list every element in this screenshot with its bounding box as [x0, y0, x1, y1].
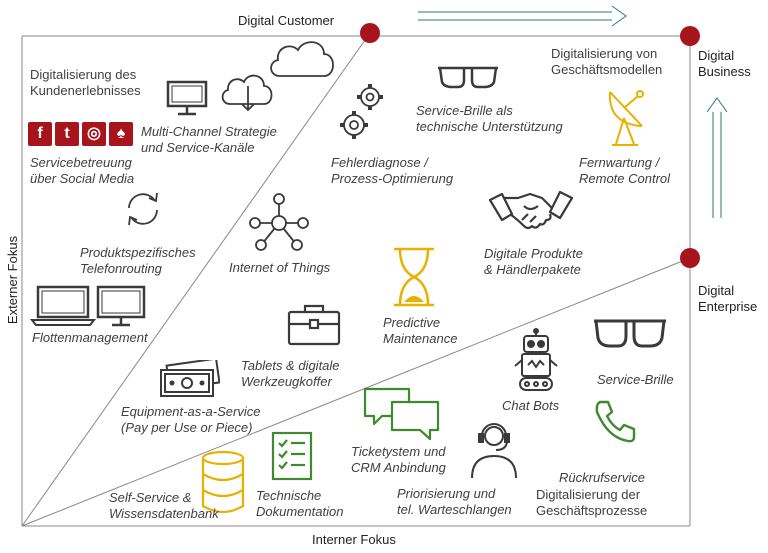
axis-interner-fokus: Interner Fokus	[312, 532, 396, 547]
label-iot: Internet of Things	[229, 260, 331, 275]
label-servicebrille-tech: Service-Brille als technische Unterstütz…	[416, 103, 563, 135]
label-geschaeftsmodelle-line2: Geschäftsmodellen	[551, 62, 663, 77]
refresh-icon	[128, 192, 158, 226]
briefcase-icon	[287, 304, 341, 346]
label-geschaeftsprozesse: Digitalisierung der Geschäftsprozesse	[536, 487, 647, 519]
network-icon	[249, 193, 309, 251]
database-icon	[201, 450, 245, 514]
headset-agent-icon	[471, 423, 517, 479]
cloud-icon	[270, 41, 334, 77]
label-chatbots: Chat Bots	[502, 398, 560, 413]
label-digitale-produkte: Digitale Produkte & Händlerpakete	[484, 246, 583, 278]
label-fehlerdiagnose-line1: Fehlerdiagnose /	[331, 155, 428, 170]
handshake-icon	[488, 190, 574, 230]
corner-digital-enterprise-line1: Digital	[698, 283, 735, 298]
label-telefonrouting: Produktspezifisches Telefonrouting	[80, 245, 196, 277]
label-geschaeftsmodelle: Digitalisierung von Geschäftsmodellen	[551, 46, 662, 78]
label-tablets-line2: Werkzeugkoffer	[241, 374, 332, 389]
label-ticketsystem-line2: CRM Anbindung	[351, 460, 446, 475]
instagram-icon: ◎	[82, 122, 106, 146]
label-self-service: Self-Service & Wissensdatenbank	[109, 490, 219, 522]
dot-digital-enterprise	[680, 248, 700, 268]
label-self-service-line2: Wissensdatenbank	[109, 506, 219, 521]
arrow-right-icon	[418, 5, 627, 27]
label-priorisierung-line2: tel. Warteschlangen	[397, 502, 512, 517]
label-equipment-as-a-service: Equipment-as-a-Service (Pay per Use or P…	[121, 404, 260, 436]
label-eaas-line2: (Pay per Use or Piece)	[121, 420, 253, 435]
label-tablets-line1: Tablets & digitale	[241, 358, 340, 373]
label-self-service-line1: Self-Service &	[109, 490, 192, 505]
diagonal-customer	[21, 32, 371, 527]
cloud-download-icon	[221, 74, 273, 112]
label-priorisierung: Priorisierung und tel. Warteschlangen	[397, 486, 512, 518]
label-fernwartung-line2: Remote Control	[579, 171, 671, 186]
label-social-media-line1: Servicebetreuung	[30, 155, 132, 170]
snapchat-icon: ♠	[109, 122, 133, 146]
label-fernwartung: Fernwartung / Remote Control	[579, 155, 670, 187]
label-social-media-line2: über Social Media	[30, 171, 135, 186]
corner-digital-business-line2: Business	[698, 64, 751, 79]
label-fernwartung-line1: Fernwartung /	[579, 155, 660, 170]
label-multichannel-line2: und Service-Kanäle	[141, 140, 255, 155]
label-geschaeftsprozesse-line2: Geschäftsprozesse	[536, 503, 648, 518]
hourglass-icon	[394, 247, 434, 307]
label-telefonrouting-line2: Telefonrouting	[80, 261, 162, 276]
label-multichannel-line1: Multi-Channel Strategie	[141, 124, 277, 139]
label-technische-doku: Technische Dokumentation	[256, 488, 343, 520]
label-digitale-produkte-line2: & Händlerpakete	[484, 262, 581, 277]
corner-digital-business: Digital Business	[698, 48, 751, 80]
label-predictive-line2: Maintenance	[383, 331, 458, 346]
label-kundenerlebnis-line1: Digitalisierung des	[30, 67, 137, 82]
corner-digital-business-line1: Digital	[698, 48, 735, 63]
corner-digital-enterprise: Digital Enterprise	[698, 283, 757, 315]
twitter-icon: t	[55, 122, 79, 146]
glasses-icon-large	[594, 319, 666, 348]
label-digitale-produkte-line1: Digitale Produkte	[484, 246, 583, 261]
label-kundenerlebnis: Digitalisierung des Kundenerlebnisses	[30, 67, 141, 99]
label-tablets: Tablets & digitale Werkzeugkoffer	[241, 358, 340, 390]
label-eaas-line1: Equipment-as-a-Service	[121, 404, 261, 419]
dot-digital-customer	[360, 23, 380, 43]
label-ticketsystem-line1: Ticketystem und	[351, 444, 446, 459]
label-priorisierung-line1: Priorisierung und	[397, 486, 496, 501]
dot-digital-business	[680, 26, 700, 46]
arrow-up-icon	[706, 97, 728, 218]
diagonal-enterprise	[21, 257, 691, 527]
label-multichannel: Multi-Channel Strategie und Service-Kanä…	[141, 124, 277, 156]
axis-digital-customer: Digital Customer	[238, 13, 335, 28]
robot-icon	[514, 328, 558, 391]
label-servicebrille-tech-line1: Service-Brille als	[416, 103, 513, 118]
label-fehlerdiagnose-line2: Prozess-Optimierung	[331, 171, 454, 186]
label-rueckrufservice: Rückrufservice	[559, 470, 645, 485]
money-icon	[160, 360, 220, 397]
label-predictive-line1: Predictive	[383, 315, 441, 330]
label-flottenmanagement: Flottenmanagement	[32, 330, 148, 345]
checklist-icon	[271, 431, 313, 481]
laptop-monitor-icon	[30, 285, 146, 327]
label-technische-doku-line1: Technische	[256, 488, 322, 503]
corner-digital-enterprise-line2: Enterprise	[698, 299, 758, 314]
facebook-icon: f	[28, 122, 52, 146]
axis-externer-fokus: Externer Fokus	[5, 235, 20, 325]
label-servicebrille: Service-Brille	[597, 372, 674, 387]
gears-icon	[340, 84, 383, 139]
label-geschaeftsmodelle-line1: Digitalisierung von	[551, 46, 658, 61]
label-servicebrille-tech-line2: technische Unterstützung	[416, 119, 563, 134]
label-telefonrouting-line1: Produktspezifisches	[80, 245, 196, 260]
monitor-icon	[166, 80, 208, 116]
label-technische-doku-line2: Dokumentation	[256, 504, 344, 519]
chat-bubbles-icon	[363, 387, 440, 441]
label-ticketsystem: Ticketystem und CRM Anbindung	[351, 444, 446, 476]
phone-icon	[595, 400, 636, 443]
label-social-media: Servicebetreuung über Social Media	[30, 155, 134, 187]
label-predictive: Predictive Maintenance	[383, 315, 457, 347]
label-fehlerdiagnose: Fehlerdiagnose / Prozess-Optimierung	[331, 155, 453, 187]
glasses-icon	[438, 66, 498, 89]
satellite-dish-icon	[608, 90, 644, 146]
label-geschaeftsprozesse-line1: Digitalisierung der	[536, 487, 641, 502]
label-kundenerlebnis-line2: Kundenerlebnisses	[30, 83, 141, 98]
